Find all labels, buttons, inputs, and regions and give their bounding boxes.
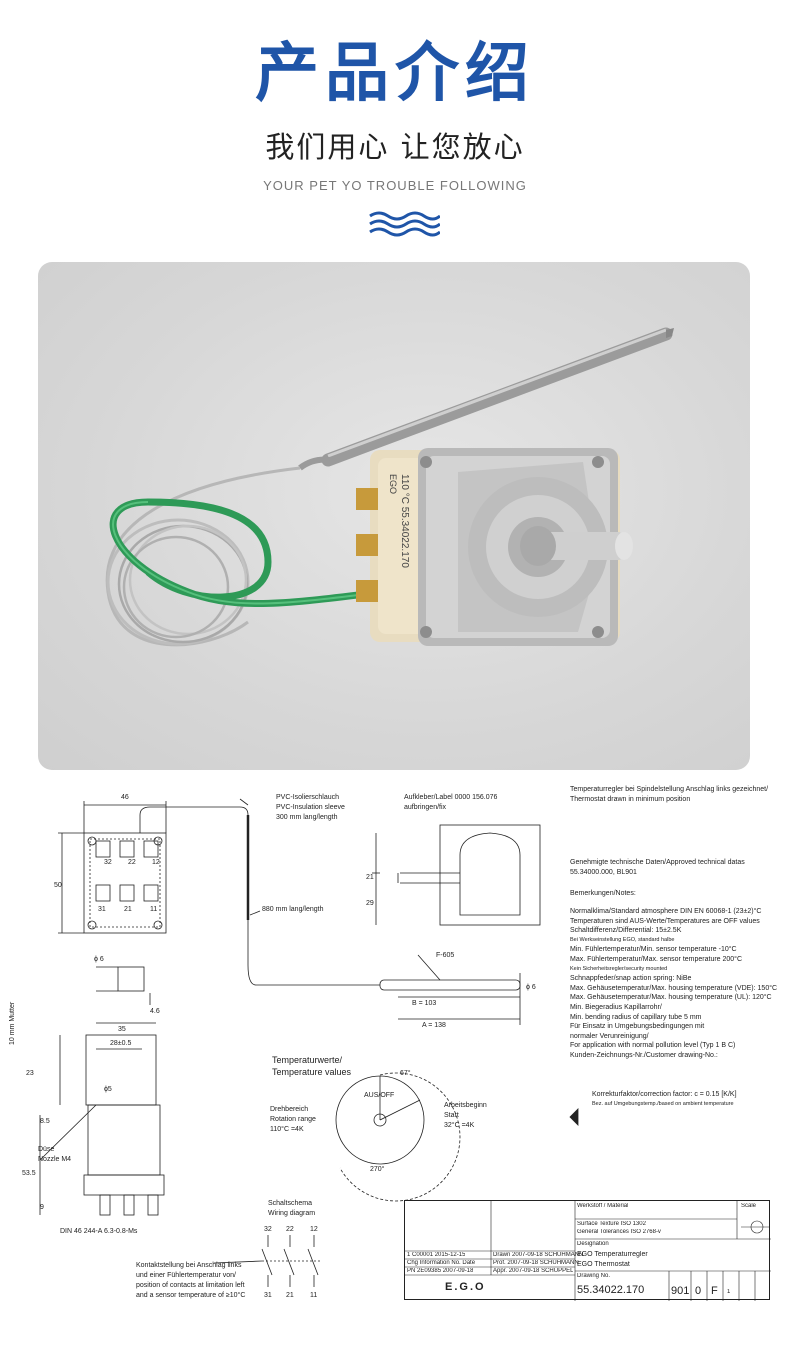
- dim-53-5: 53.5: [22, 1170, 36, 1177]
- rotation-range-value: 110°C =4K: [270, 1125, 304, 1133]
- svg-text:und einer Fühlertemperatur von: und einer Fühlertemperatur von/: [136, 1272, 236, 1279]
- temp-values-de: Temperaturwerte/: [272, 1055, 343, 1065]
- dim-b: B = 103: [412, 1000, 436, 1007]
- dim-21: 21: [366, 874, 374, 881]
- correction-factor-note: Bez. auf Umgebungstemp./based on ambient…: [592, 1101, 734, 1108]
- svg-text:31: 31: [98, 906, 106, 913]
- svg-text:Kontaktstellung bei Anschlag l: Kontaktstellung bei Anschlag links: [136, 1262, 242, 1269]
- material-label: Werkstoff / Material: [577, 1203, 629, 1209]
- angle-270: 270°: [370, 1165, 385, 1173]
- correction-factor: Korrekturfaktor/correction factor: c = 0…: [592, 1091, 737, 1099]
- terminal-numbers-bottom: 31 21 11: [98, 906, 157, 913]
- drawing-sheets: 1: [727, 1289, 731, 1295]
- page-english-tagline: YOUR PET YO TROUBLE FOLLOWING: [263, 178, 527, 193]
- rotation-range-de: Drehbereich: [270, 1106, 308, 1113]
- rotation-range-en: Rotation range: [270, 1116, 316, 1123]
- terminal-numbers-top: 32 22 12: [104, 859, 160, 866]
- din-spec: DIN 46 244-A 6.3-0.8-Ms: [60, 1228, 138, 1235]
- svg-text:32: 32: [264, 1226, 272, 1233]
- svg-text:12: 12: [152, 859, 160, 866]
- ego-logo: E.G.O: [445, 1281, 486, 1293]
- product-brand-marking: EGO: [388, 474, 398, 494]
- dim-shaft-diameter: ϕ 6: [94, 956, 104, 963]
- svg-text:22: 22: [286, 1226, 294, 1233]
- dim-29: 29: [366, 900, 374, 907]
- waves-icon: [369, 211, 440, 237]
- svg-text:11: 11: [310, 1292, 317, 1299]
- drawing-revision: 0: [695, 1285, 702, 1297]
- product-photo: 110 °C 55.34022.170 EGO: [38, 262, 750, 770]
- capillary-length: 880 mm lang/length: [262, 906, 324, 913]
- nozzle-de: Düse: [38, 1146, 54, 1153]
- svg-text:32: 32: [104, 859, 112, 866]
- dim-46: 46: [121, 794, 129, 801]
- page-subtitle: 我们用心 让您放心: [265, 130, 525, 164]
- svg-text:31: 31: [264, 1292, 272, 1299]
- drawing-version: 901: [671, 1285, 690, 1297]
- scale-label: Scale: [741, 1203, 757, 1209]
- drawing-title-block: Werkstoff / Material Surface Texture ISO…: [404, 1200, 771, 1301]
- dim-a: A = 138: [422, 1022, 446, 1029]
- pvc-sleeve-length: 300 mm lang/length: [276, 814, 338, 821]
- svg-text:position of contacts at limita: position of contacts at limitation left: [136, 1282, 245, 1289]
- bulb-part-number: F-605: [436, 952, 454, 959]
- page-title: 产品介绍: [255, 37, 535, 111]
- start-de: Arbeitsbeginn: [444, 1102, 487, 1109]
- dim-9: 9: [40, 1204, 44, 1211]
- svg-text:22: 22: [128, 859, 136, 866]
- dim-35: 35: [118, 1026, 126, 1033]
- technical-notes: Temperaturregler bei Spindelstellung Ans…: [570, 785, 780, 1110]
- start-en: Start: [444, 1112, 459, 1119]
- wiring-diagram-de: Schaltschema: [268, 1200, 312, 1207]
- dim-bulb-diameter: ϕ 6: [526, 984, 536, 991]
- dim-nut: 10 mm Mutter: [9, 1001, 16, 1045]
- drawing-no-label: Drawing No.: [577, 1273, 611, 1279]
- technical-drawing: 46 50 32 22 12 31 21 11 PVC-Isolierschla…: [9, 794, 579, 1299]
- designation-label: Designation: [577, 1241, 609, 1247]
- general-tolerances: General Tolerances ISO 2768-v: [577, 1229, 661, 1235]
- wiring-numbers-top: 32 22 12: [264, 1226, 318, 1233]
- svg-text:21: 21: [286, 1292, 294, 1299]
- pvc-sleeve-de: PVC-Isolierschlauch: [276, 794, 339, 801]
- dim-phi5: ϕ5: [104, 1086, 112, 1093]
- product-marking: 110 °C 55.34022.170: [399, 474, 410, 568]
- dim-50: 50: [54, 882, 62, 889]
- contact-position-note: Kontaktstellung bei Anschlag links und e…: [136, 1262, 245, 1299]
- svg-text:and a sensor temperature of ≥1: and a sensor temperature of ≥10°C: [136, 1291, 245, 1299]
- drawing-number: 55.34022.170: [577, 1284, 645, 1296]
- temp-values-en: Temperature values: [272, 1067, 352, 1077]
- start-value: 32°C =4K: [444, 1121, 475, 1129]
- drawing-sheet: F: [711, 1285, 718, 1297]
- aus-off-label: AUS/OFF: [364, 1092, 394, 1099]
- svg-text:12: 12: [310, 1226, 318, 1233]
- dim-23: 23: [26, 1070, 34, 1077]
- nozzle-en: Nozzle M4: [38, 1156, 71, 1163]
- designation-en: EGO Thermostat: [577, 1261, 630, 1268]
- dim-8-5: 8.5: [40, 1118, 50, 1125]
- dim-28: 28±0.5: [110, 1040, 131, 1047]
- wiring-diagram-en: Wiring diagram: [268, 1210, 315, 1217]
- pvc-sleeve-en: PVC-Insulation sleeve: [276, 804, 345, 811]
- wiring-numbers-bottom: 31 21 11: [264, 1292, 317, 1299]
- dim-shaft-flat: 4.6: [150, 1008, 160, 1015]
- designation-de: EGO Temperaturregler: [577, 1251, 648, 1258]
- label-sticker-de: Aufkleber/Label 0000 156.076: [404, 794, 498, 801]
- label-sticker-en: aufbringen/fix: [404, 804, 447, 811]
- angle-67: 67°: [400, 1069, 411, 1077]
- svg-text:11: 11: [150, 906, 157, 913]
- svg-text:21: 21: [124, 906, 132, 913]
- surface-texture: Surface Texture ISO 1302: [577, 1221, 646, 1227]
